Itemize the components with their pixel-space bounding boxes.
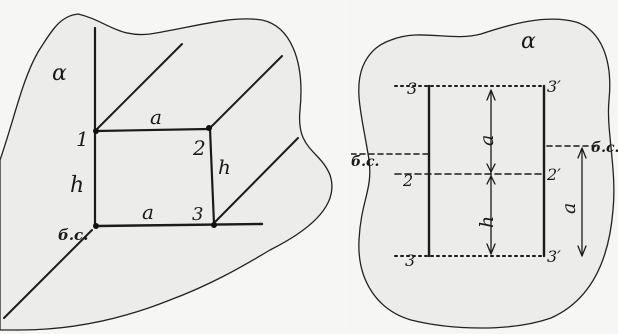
plane-alpha-label: α <box>52 61 67 86</box>
point-1-marker <box>93 128 99 134</box>
right-dimension-label: a <box>558 203 580 214</box>
base-line-label-left: б.с. <box>351 154 379 170</box>
left-diagram: α h a a h 1 2 3 б.с. <box>0 0 349 334</box>
top-edge-label: a <box>150 105 162 129</box>
lower-dimension-label: h <box>476 216 498 228</box>
projection-line-base <box>3 229 93 319</box>
projection-line-1 <box>97 43 183 129</box>
bottom-edge-label: a <box>142 200 154 224</box>
arrow-up-mid <box>486 175 496 185</box>
point-3-label: 3 <box>192 204 203 225</box>
top-edge-a <box>95 127 210 133</box>
arrow-down-bottom <box>486 243 496 255</box>
projection-line-2 <box>209 55 283 129</box>
right-diagram: α 3 3′ 2 2′ 3 3′ a h a б.с. б.с. <box>351 0 618 334</box>
bottom-left-label: 3 <box>405 251 415 270</box>
arrow-up-top <box>486 89 496 101</box>
arrow-down-mid <box>486 163 496 173</box>
bottom-base-line <box>95 222 264 228</box>
point-3-marker <box>211 222 217 228</box>
right-arrow-down <box>577 245 587 257</box>
projection-line-3 <box>214 137 299 223</box>
right-edge-h <box>208 127 216 226</box>
middle-left-label: 2 <box>402 171 413 190</box>
top-left-label: 3 <box>407 79 417 98</box>
height-label: h <box>70 173 84 198</box>
plane-alpha-label-right: α <box>521 29 536 54</box>
right-edge-label: h <box>218 155 231 179</box>
point-1-label: 1 <box>76 127 89 151</box>
base-line-label-right: б.с. <box>591 140 618 156</box>
plane-alpha-outline <box>0 13 333 331</box>
base-point-marker <box>93 223 99 229</box>
point-2-marker <box>206 125 212 131</box>
middle-right-label: 2′ <box>546 165 561 184</box>
right-panel: α 3 3′ 2 2′ 3 3′ a h a б.с. б.с. <box>351 0 618 334</box>
top-right-label: 3′ <box>547 77 561 96</box>
bottom-right-label: 3′ <box>547 247 561 266</box>
base-point-label: б.с. <box>58 226 88 244</box>
upper-dimension-label: a <box>476 135 498 146</box>
left-panel: α h a a h 1 2 3 б.с. <box>0 0 349 334</box>
point-2-label: 2 <box>192 136 206 160</box>
right-arrow-up <box>577 147 587 159</box>
panel-divider <box>349 0 351 334</box>
